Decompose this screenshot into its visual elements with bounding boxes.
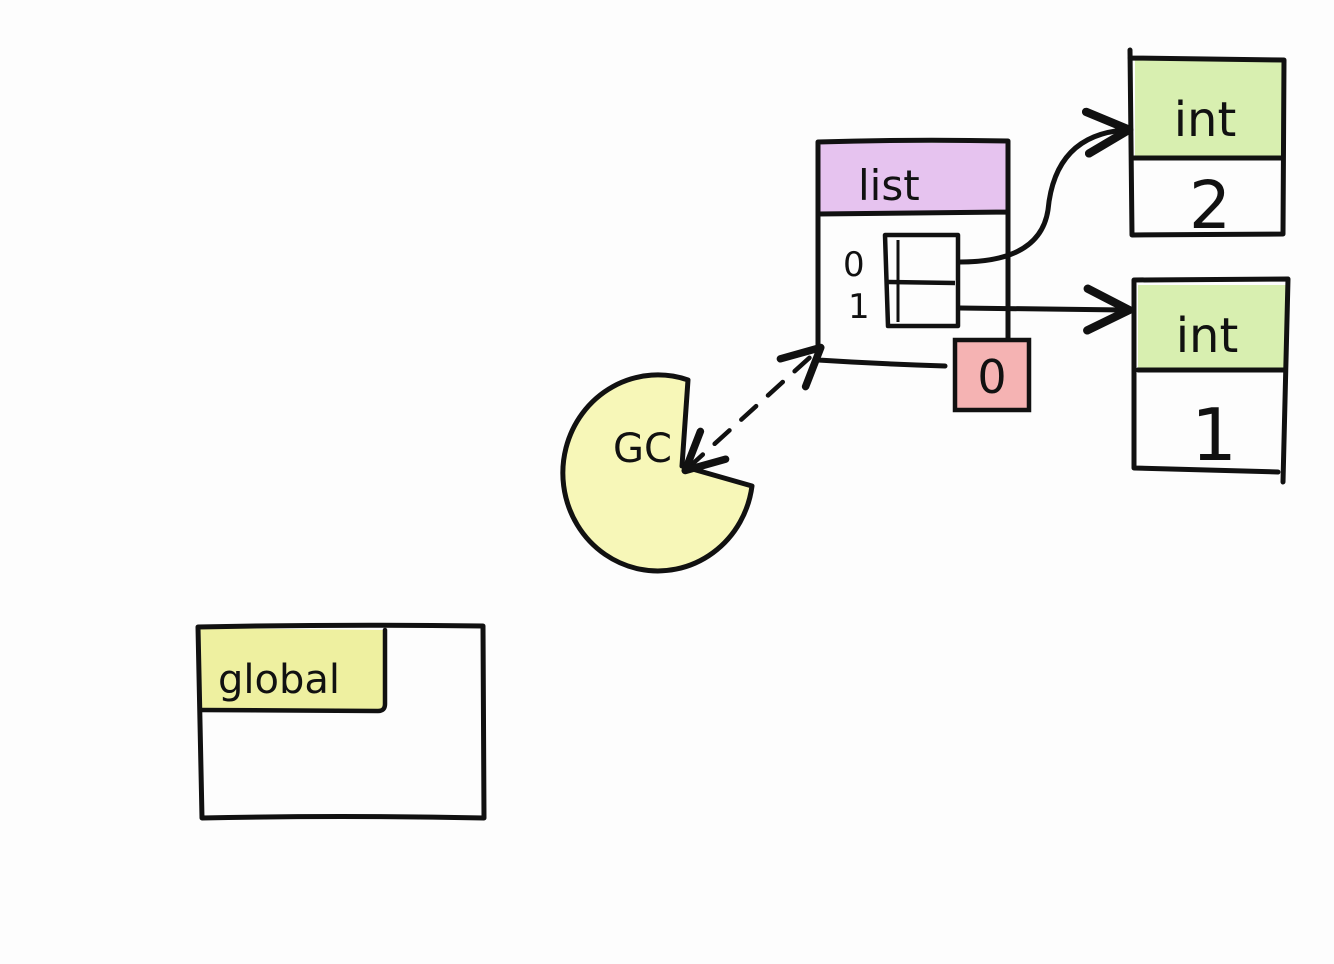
list-object: list 0 1 0 [815, 137, 1032, 413]
int-2-header-fill [1135, 60, 1285, 158]
int-object-2: int 2 [1127, 47, 1287, 244]
int-1-header-fill [1138, 285, 1288, 371]
int-2-box [1127, 47, 1287, 238]
gc-label: GC [613, 426, 672, 472]
int-2-value: 2 [1189, 167, 1231, 244]
global-frame-label: global [218, 657, 340, 703]
arrow-slot0-to-int-2 [957, 107, 1134, 265]
arrow-slot1-to-int-1 [957, 284, 1134, 335]
global-frame: global [195, 622, 487, 821]
gc-collector: GC [560, 372, 755, 574]
int-1-type-label: int [1176, 308, 1239, 364]
list-index-1-label: 1 [848, 287, 870, 327]
gc-to-list-dashed-arrow [681, 343, 825, 475]
list-type-label: list [858, 161, 920, 210]
list-refcount-value: 0 [977, 350, 1006, 404]
int-2-type-label: int [1174, 92, 1237, 148]
global-label-divider [197, 627, 388, 714]
list-slot-cells [882, 232, 961, 329]
gc-pacman-body [560, 372, 755, 574]
list-refcount-box [952, 337, 1032, 413]
int-object-1: int 1 [1131, 276, 1291, 485]
int-1-value: 1 [1191, 393, 1237, 477]
global-frame-box [195, 622, 487, 821]
list-header-fill [818, 143, 1008, 213]
list-index-0-label: 0 [843, 245, 865, 285]
int-1-box [1131, 276, 1291, 485]
global-label-highlight [200, 628, 385, 712]
